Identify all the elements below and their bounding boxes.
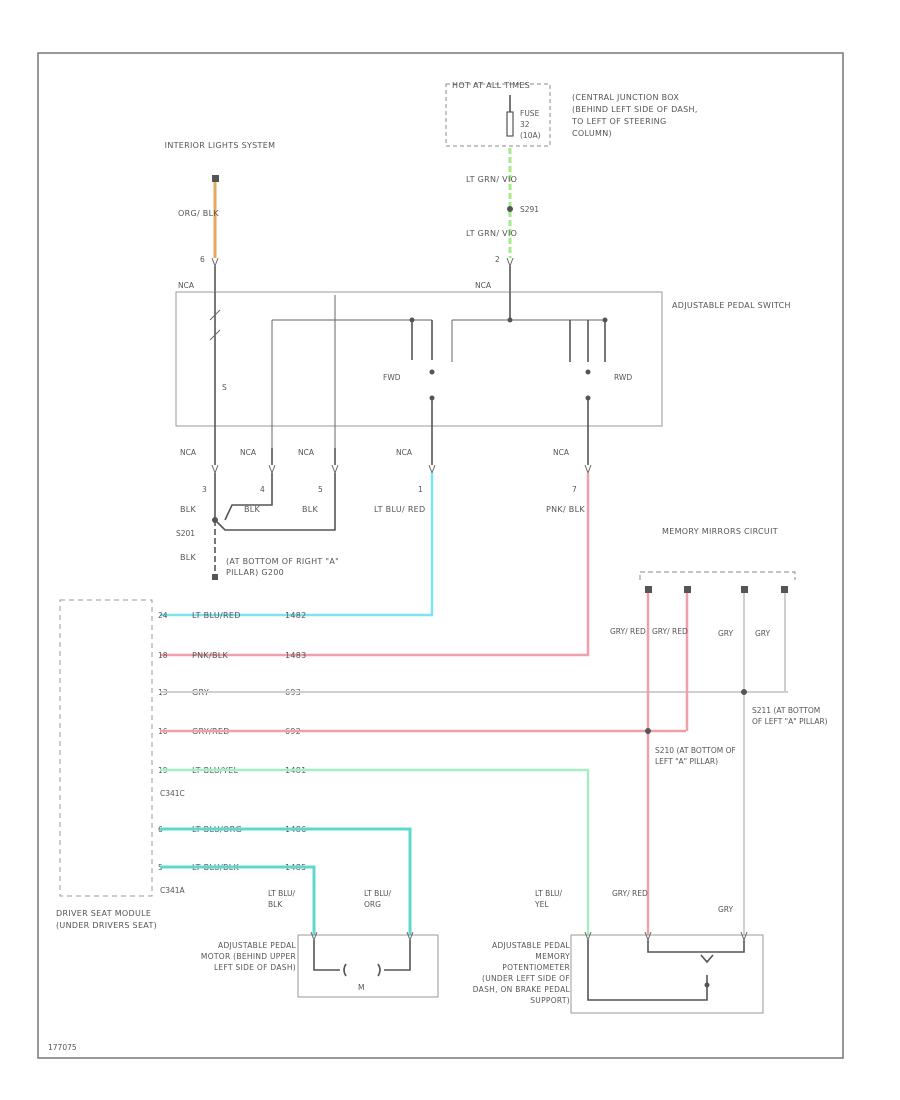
s210-wrap: S210 (AT BOTTOM OF LEFT "A" PILLAR) <box>655 746 736 766</box>
figure-id: 177075 <box>48 1043 77 1052</box>
pot-label: ADJUSTABLE PEDAL MEMORY POTENTIOMETER (U… <box>472 941 570 1005</box>
rwd-label: RWD <box>614 373 632 382</box>
s211-wrap: S211 (AT BOTTOM OF LEFT "A" PILLAR) <box>752 706 828 726</box>
motor-m-label: M <box>358 983 364 992</box>
wire-lt-blu-yel-1481 <box>160 768 590 935</box>
wire-blk-label-3: BLK <box>302 505 319 514</box>
mirror-wire-3: GRY <box>755 629 771 638</box>
splice-s210-dot <box>645 728 651 734</box>
wire-blk-label-2: BLK <box>244 505 261 514</box>
motor-wire-1-wrap: LT BLU/ ORG <box>364 889 392 909</box>
dsm-c341a-wires: 6 LT BLU/ORG 1486 5 LT BLU/BLK 1485 C341… <box>158 825 306 895</box>
wire-blk-label-1: BLK <box>180 505 197 514</box>
memory-mirrors-bracket <box>639 571 796 580</box>
interior-lights-source: INTERIOR LIGHTS SYSTEM <box>165 141 276 182</box>
pot-wire-1-wrap: GRY/ RED <box>612 889 648 898</box>
motor-label-wrap: ADJUSTABLE PEDAL MOTOR (BEHIND UPPER LEF… <box>200 941 296 972</box>
nca-label-top-right: NCA <box>475 281 492 290</box>
nca-bottom-3: NCA <box>396 448 413 457</box>
motor-label: ADJUSTABLE PEDAL MOTOR (BEHIND UPPER LEF… <box>200 941 296 972</box>
splice-s211-dot <box>741 689 747 695</box>
pin-bottom-1: 4 <box>260 485 265 494</box>
hot-at-all-times-label: HOT AT ALL TIMES <box>452 81 530 90</box>
potentiometer-box <box>570 934 764 1014</box>
wire-pnk-blk-label: PNK/ BLK <box>546 505 585 514</box>
fwd-label: FWD <box>383 373 401 382</box>
nca-bottom-4: NCA <box>553 448 570 457</box>
pot-wire-0-wrap: LT BLU/ YEL <box>535 889 563 909</box>
pin-6-label: 6 <box>200 255 205 264</box>
wire-pnk-blk <box>160 473 590 657</box>
pot-wire-0: LT BLU/ YEL <box>535 889 563 909</box>
pin-bottom-0: 3 <box>202 485 207 494</box>
motor-icon <box>343 963 381 977</box>
dsm-circuit-0: 1482 <box>285 611 307 620</box>
mirror-wire-0: GRY/ RED <box>610 627 646 636</box>
pin-2-label: 2 <box>495 255 500 264</box>
ground-label: (AT BOTTOM OF RIGHT "A" PILLAR) G200 <box>226 557 340 577</box>
pot-wire-1: GRY/ RED <box>612 889 648 898</box>
nca-bottom-0: NCA <box>180 448 197 457</box>
c341a-label: C341A <box>160 886 186 895</box>
mirror-wire-2: GRY <box>718 629 734 638</box>
interior-lights-label: INTERIOR LIGHTS SYSTEM <box>165 141 276 150</box>
nca-label-top-left: NCA <box>178 281 195 290</box>
mirror-wire-1: GRY/ RED <box>652 627 688 636</box>
motor-wire-0-wrap: LT BLU/ BLK <box>268 889 296 909</box>
dsm-label: DRIVER SEAT MODULE (UNDER DRIVERS SEAT) <box>56 909 158 930</box>
cjb-label-wrap: (CENTRAL JUNCTION BOX (BEHIND LEFT SIDE … <box>572 93 698 138</box>
ground-icon <box>212 574 218 580</box>
mirror-wire-1-wrap: GRY/ RED <box>652 627 688 636</box>
pedal-motor-box <box>297 934 439 998</box>
splice-s201-label: S201 <box>176 529 195 538</box>
diagram-frame <box>37 52 844 1059</box>
wire-lt-blu-org-1486 <box>160 827 412 935</box>
s211-label: S211 (AT BOTTOM OF LEFT "A" PILLAR) <box>752 706 828 726</box>
wire-lt-grn-vio-label-2: LT GRN/ VIO <box>466 229 517 238</box>
pot-label-wrap: ADJUSTABLE PEDAL MEMORY POTENTIOMETER (U… <box>472 941 570 1005</box>
switch-bottom-pins: NCA NCA NCA NCA NCA 3 4 5 1 7 <box>180 448 592 494</box>
wire-blk-label-4: BLK <box>180 553 197 562</box>
fuse-icon <box>506 111 514 137</box>
nca-bottom-1: NCA <box>240 448 257 457</box>
splice-s291-label: S291 <box>520 205 539 214</box>
driver-seat-module-box <box>59 599 153 897</box>
wire-lt-blu-red-label: LT BLU/ RED <box>374 505 426 514</box>
c341c-label: C341C <box>160 789 185 798</box>
cjb-box <box>445 83 551 147</box>
cjb-label: (CENTRAL JUNCTION BOX (BEHIND LEFT SIDE … <box>572 93 698 138</box>
ground-label-wrap: (AT BOTTOM OF RIGHT "A" PILLAR) G200 <box>226 557 340 577</box>
fuse-name: FUSE <box>520 109 540 118</box>
memory-mirrors-label: MEMORY MIRRORS CIRCUIT <box>662 527 778 536</box>
resistor-marker: S <box>222 383 227 392</box>
adjustable-pedal-switch-label: ADJUSTABLE PEDAL SWITCH <box>672 301 791 310</box>
potentiometer-resistor <box>647 940 745 953</box>
pin-bottom-2: 5 <box>318 485 323 494</box>
motor-wire-1: LT BLU/ ORG <box>364 889 392 909</box>
dsm-color-1: PNK/BLK <box>192 651 228 660</box>
pin-bottom-4: 7 <box>572 485 577 494</box>
memory-mirrors-wrap: MEMORY MIRRORS CIRCUIT <box>662 527 778 536</box>
dsm-color-0: LT BLU/RED <box>192 611 241 620</box>
fuse-number: 32 <box>520 120 530 129</box>
wire-org-blk-label: ORG/ BLK <box>178 209 219 218</box>
pin-bottom-3: 1 <box>418 485 423 494</box>
fuse-rating: (10A) <box>520 131 541 140</box>
wire-lt-blu-red <box>160 473 434 617</box>
pot-wire-2: GRY <box>718 905 734 914</box>
splice-s291-dot <box>507 206 513 212</box>
dsm-circuit-1: 1483 <box>285 651 307 660</box>
s210-label: S210 (AT BOTTOM OF LEFT "A" PILLAR) <box>655 746 736 766</box>
dsm-label-wrap: DRIVER SEAT MODULE (UNDER DRIVERS SEAT) <box>56 909 158 930</box>
dsm-pin-0: 24 <box>158 611 168 620</box>
motor-wire-0: LT BLU/ BLK <box>268 889 296 909</box>
wire-lt-grn-vio-label-1: LT GRN/ VIO <box>466 175 517 184</box>
dsm-pin-1: 18 <box>158 651 168 660</box>
nca-bottom-2: NCA <box>298 448 315 457</box>
adjustable-pedal-switch-box <box>175 291 663 427</box>
wire-lt-blu-blk-1485 <box>160 865 316 935</box>
mirror-wire-0-wrap: GRY/ RED <box>610 627 646 636</box>
